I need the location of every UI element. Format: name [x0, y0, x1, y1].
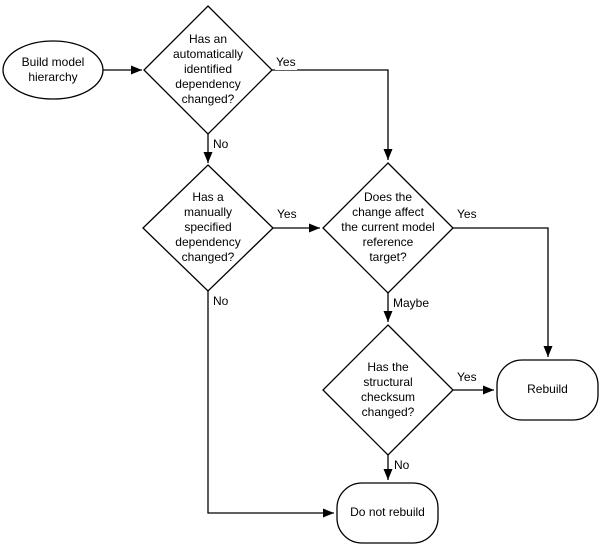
edge-ref-target-yes — [453, 227, 553, 357]
start-node-shape — [2, 40, 104, 100]
auto-dep-diamond-label: Has an automatically identified dependen… — [172, 32, 244, 106]
edge-label-manual-dep-no: No — [212, 294, 230, 309]
edge-auto-dep-yes — [272, 69, 393, 160]
do-not-rebuild-node-label: Do not rebuild — [350, 505, 425, 519]
edge-label-ref-target-yes: Yes — [456, 207, 478, 222]
rebuild-node-label: Rebuild — [527, 382, 568, 396]
ref-target-diamond-shape — [322, 162, 454, 294]
manual-dep-diamond-shape — [142, 164, 274, 292]
edge-label-checksum-yes: Yes — [456, 370, 478, 385]
do-not-rebuild-node-shape — [336, 482, 439, 544]
edge-label-ref-target-maybe: Maybe — [392, 296, 431, 311]
edge-label-checksum-no: No — [393, 458, 411, 473]
edge-label-manual-dep-yes: Yes — [276, 207, 298, 222]
edge-label-auto-dep-yes: Yes — [275, 55, 297, 70]
ref-target-diamond-label: Does the change affect the current model… — [341, 190, 435, 264]
checksum-diamond-shape — [322, 324, 454, 456]
checksum-diamond-label: Has the structural checksum changed? — [360, 360, 416, 419]
start-node-label: Build model hierarchy — [21, 55, 85, 84]
manual-dep-diamond-label: Has a manually specified dependency chan… — [175, 190, 241, 264]
edge-manual-dep-no — [207, 291, 334, 518]
auto-dep-diamond-shape — [143, 5, 273, 135]
edge-label-auto-dep-no: No — [212, 137, 230, 152]
rebuild-node-shape — [496, 359, 599, 421]
